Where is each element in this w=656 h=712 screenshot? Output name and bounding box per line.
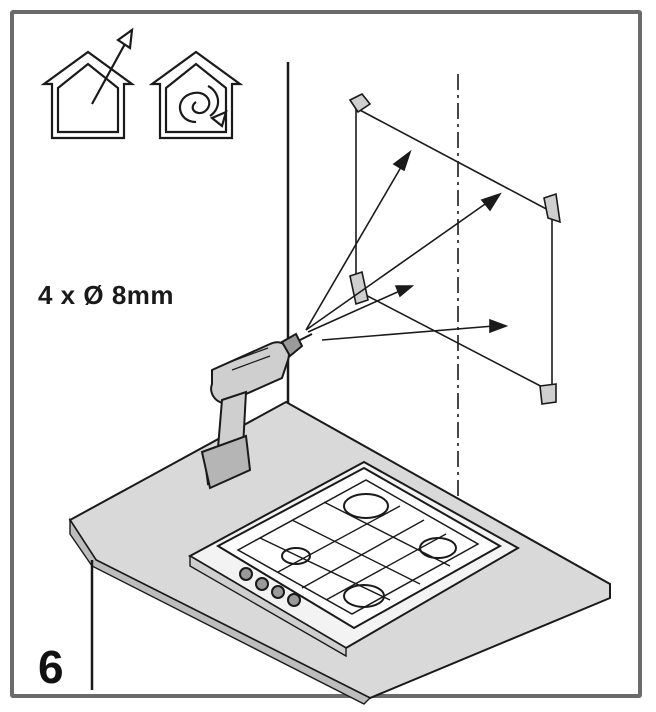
step-number: 6 xyxy=(38,641,64,693)
arrow-hole-right xyxy=(305,201,489,331)
gas-hob xyxy=(187,460,521,658)
mounting-template xyxy=(348,92,561,405)
burner-right xyxy=(419,537,457,559)
burner-front xyxy=(343,584,385,608)
ducted-extraction-icon xyxy=(40,27,136,140)
arrow-hole-bottom-head xyxy=(489,318,509,334)
arrow-hole-middle-head xyxy=(394,285,415,298)
power-drill-icon xyxy=(200,332,313,490)
diagram-frame xyxy=(10,10,642,698)
arrow-hole-top xyxy=(305,161,405,331)
arrow-hole-middle xyxy=(307,289,403,333)
arrow-hole-bottom xyxy=(321,325,495,341)
drill-arrows xyxy=(305,149,509,341)
drill-hole-spec: 4 x Ø 8mm xyxy=(38,280,175,310)
burner-left xyxy=(281,547,311,565)
arrow-hole-top-head xyxy=(392,149,412,172)
control-knob xyxy=(255,577,269,591)
burner-rear xyxy=(343,493,389,519)
recirculation-icon xyxy=(148,50,244,140)
arrow-hole-right-head xyxy=(480,192,502,212)
control-knob xyxy=(271,585,285,599)
control-knob xyxy=(239,567,253,581)
control-knob xyxy=(287,593,301,607)
